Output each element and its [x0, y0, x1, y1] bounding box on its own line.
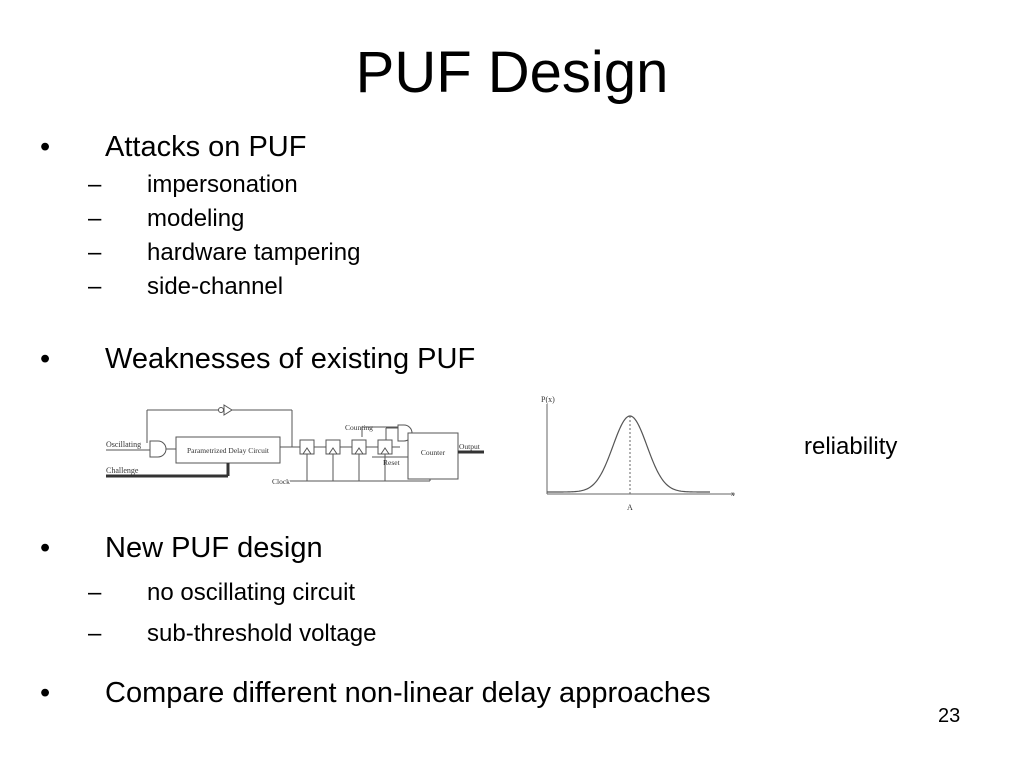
- bullet-text: Weaknesses of existing PUF: [105, 343, 476, 375]
- sub-item-text: no oscillating circuit: [147, 579, 356, 606]
- sub-item-text: impersonation: [147, 171, 298, 198]
- y-axis-label: P(x): [541, 395, 555, 404]
- bell-curve: [547, 415, 710, 493]
- bullet-text: New PUF design: [105, 532, 323, 564]
- reliability-label: reliability: [804, 433, 898, 460]
- slide-title: PUF Design: [355, 40, 669, 105]
- bullet-mark: •: [40, 131, 51, 163]
- bullet-mark: •: [40, 677, 51, 709]
- bullet-mark: •: [40, 532, 51, 564]
- delay-circuit-label: Parametrized Delay Circuit: [187, 446, 270, 455]
- reset-label: Reset: [383, 458, 401, 467]
- oscillator-circuit-diagram: Oscillating Challenge Parametrized Delay…: [106, 404, 484, 486]
- peak-label: A: [627, 503, 633, 512]
- output-label: Output: [459, 442, 481, 451]
- dash-mark: –: [88, 239, 102, 266]
- distribution-curve-figure: P(x) x A: [541, 395, 735, 512]
- bullet-text: Compare different non-linear delay appro…: [105, 677, 711, 709]
- challenge-label: Challenge: [106, 466, 139, 475]
- sub-item-text: side-channel: [147, 273, 284, 300]
- bullet-mark: •: [40, 343, 51, 375]
- sub-item-text: modeling: [147, 205, 245, 232]
- dash-mark: –: [88, 273, 102, 300]
- page-number: 23: [938, 705, 961, 727]
- counting-label: Counting: [345, 423, 373, 432]
- x-axis-label: x: [731, 490, 735, 498]
- oscillating-label: Oscillating: [106, 440, 141, 449]
- dash-mark: –: [88, 171, 102, 198]
- dash-mark: –: [88, 205, 102, 232]
- sub-item-text: hardware tampering: [147, 239, 361, 266]
- bullet-text: Attacks on PUF: [105, 131, 307, 163]
- counter-label: Counter: [421, 448, 446, 457]
- clock-label: Clock: [272, 477, 290, 486]
- dash-mark: –: [88, 579, 102, 606]
- sub-item-text: sub-threshold voltage: [147, 620, 377, 647]
- dash-mark: –: [88, 620, 102, 647]
